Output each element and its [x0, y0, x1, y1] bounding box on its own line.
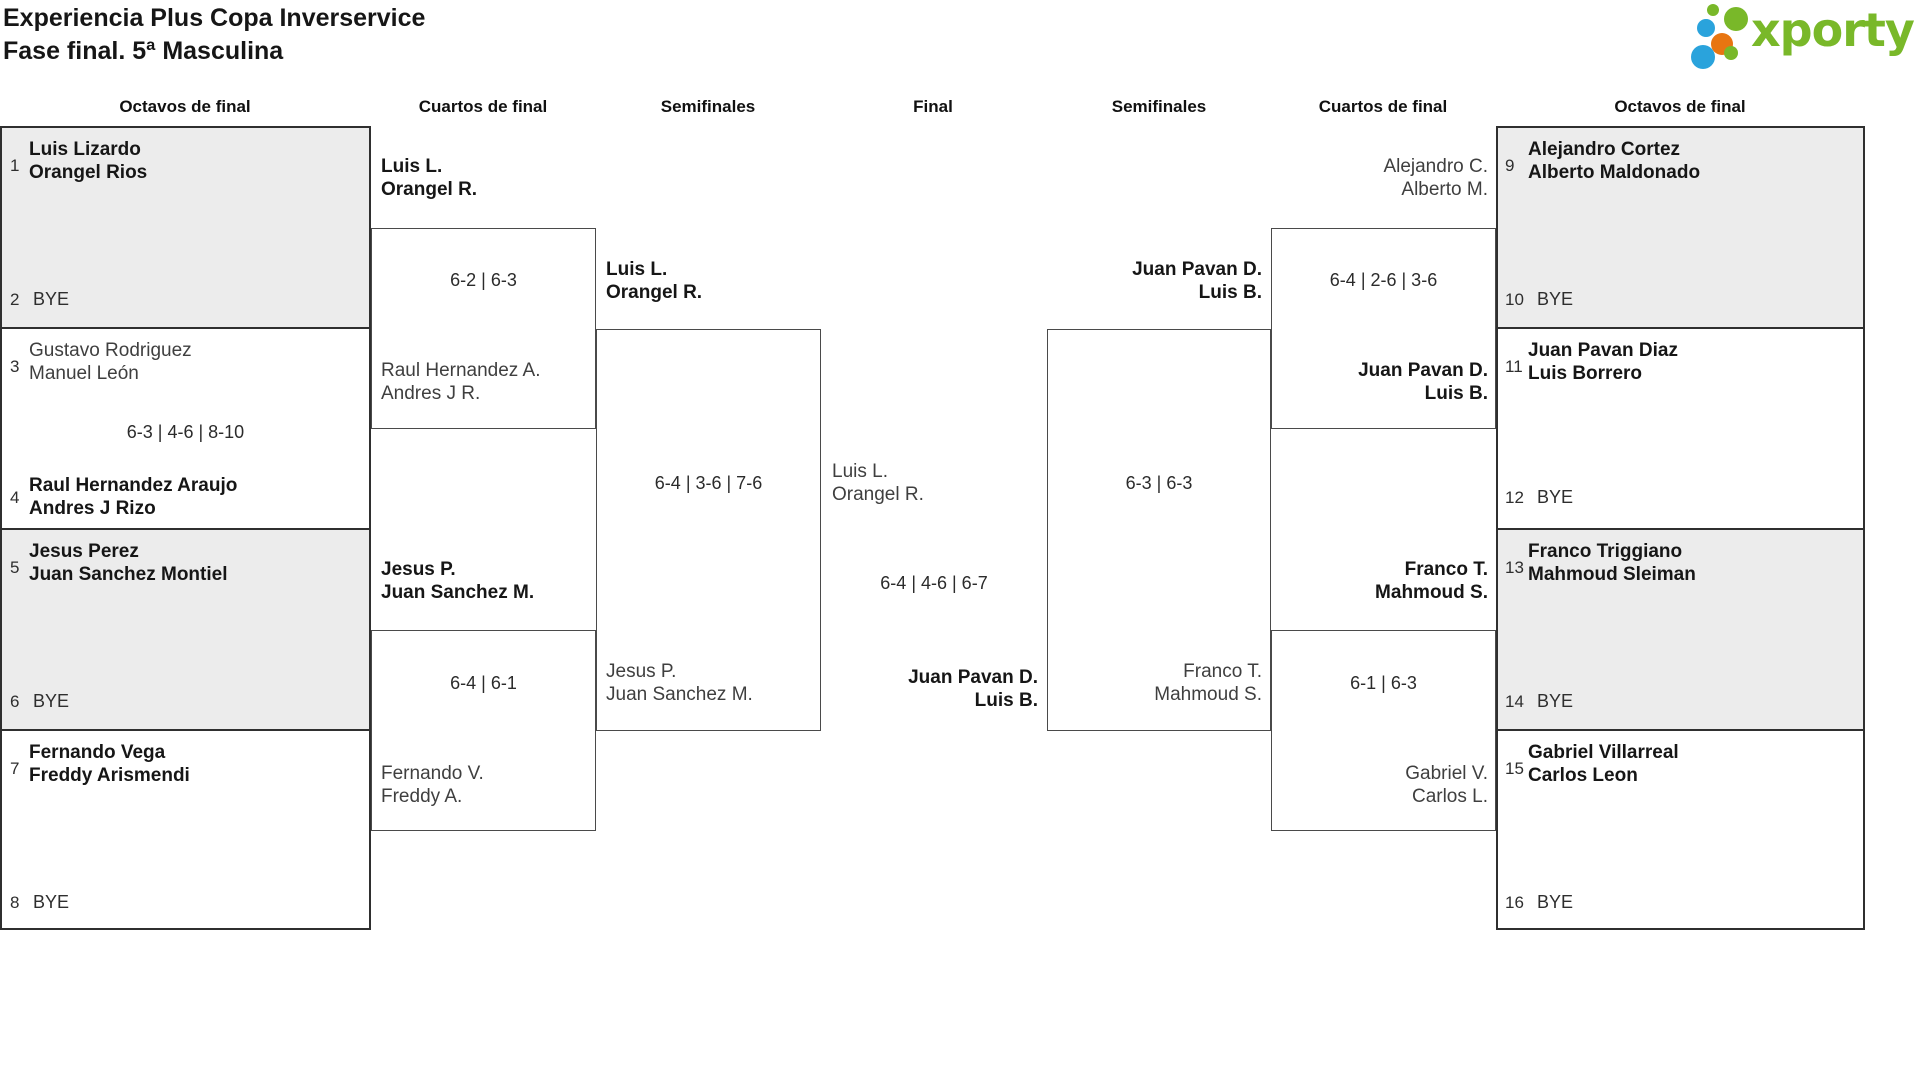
match-score: 6-4 | 2-6 | 3-6 [1329, 270, 1438, 290]
round-header-semis-right: Semifinales [1111, 97, 1207, 116]
team-name: Gabriel V.Carlos L. [1405, 763, 1488, 807]
round-header-cuartos-right: Cuartos de final [1318, 97, 1448, 116]
logo-dot-icon [1697, 19, 1715, 37]
round-header-octavos-left: Octavos de final [119, 97, 251, 116]
bye-label: BYE [1537, 289, 1574, 309]
match-box-seeds-7-8 [0, 729, 371, 930]
team-name: Luis L.Orangel R. [381, 156, 478, 200]
match-box-semifinal-right [1047, 329, 1271, 731]
match-box-cuartos-right-1 [1271, 228, 1496, 429]
logo-wordmark: xporty [1751, 3, 1915, 57]
match-score: 6-2 | 6-3 [450, 270, 517, 290]
seed-number: 10 [1505, 290, 1524, 309]
team-name: Franco T.Mahmoud S. [1375, 559, 1488, 603]
team-name: Luis L.Orangel R. [832, 461, 924, 505]
seed-number: 8 [10, 893, 20, 912]
seed-number: 2 [10, 290, 20, 309]
match-score: 6-4 | 6-1 [450, 673, 517, 693]
seed-number: 5 [10, 558, 20, 577]
match-box-cuartos-left-1 [371, 228, 596, 429]
team-name: Jesus P.Juan Sanchez M. [606, 661, 753, 705]
tournament-title-line1: Experiencia Plus Copa Inverservice [3, 4, 426, 32]
match-box-seeds-9-10 [1496, 126, 1865, 327]
seed-number: 15 [1505, 759, 1524, 778]
bye-label: BYE [33, 691, 70, 711]
bye-label: BYE [33, 289, 70, 309]
bye-label: BYE [33, 892, 70, 912]
team-name: Juan Pavan D.Luis B. [908, 667, 1038, 711]
match-box-seeds-1-2 [0, 126, 371, 327]
seed-number: 14 [1505, 692, 1524, 711]
seed-number: 4 [10, 488, 20, 507]
seed-number: 11 [1505, 357, 1523, 376]
seed-number: 16 [1505, 893, 1524, 912]
seed-number: 7 [10, 759, 20, 778]
team-name: Raul Hernandez A.Andres J R. [381, 360, 541, 404]
match-score: 6-3 | 6-3 [1125, 473, 1193, 493]
tournament-category-line2: Fase final. 5ª Masculina [3, 37, 284, 65]
logo-dot-icon [1691, 45, 1715, 69]
match-score: 6-3 | 4-6 | 8-10 [126, 422, 245, 442]
match-box-seeds-13-14 [1496, 528, 1865, 729]
logo-dot-icon [1724, 7, 1748, 31]
match-box-seeds-3-4 [0, 327, 371, 528]
team-name: Alejandro C.Alberto M. [1383, 156, 1488, 200]
seed-number: 3 [10, 357, 20, 376]
round-header-final: Final [913, 97, 953, 116]
bye-label: BYE [1537, 691, 1574, 711]
seed-number: 9 [1505, 156, 1515, 175]
match-box-cuartos-left-2 [371, 630, 596, 831]
team-name: Fernando V.Freddy A. [381, 763, 484, 807]
seed-number: 1 [10, 156, 20, 175]
seed-number: 13 [1505, 558, 1524, 577]
match-box-seeds-11-12 [1496, 327, 1865, 528]
bye-label: BYE [1537, 892, 1574, 912]
round-header-octavos-right: Octavos de final [1614, 97, 1746, 116]
bye-label: BYE [1537, 487, 1574, 507]
match-box-seeds-5-6 [0, 528, 371, 729]
match-score: 6-4 | 4-6 | 6-7 [880, 573, 988, 593]
round-header-cuartos-left: Cuartos de final [418, 97, 548, 116]
match-box-cuartos-right-2 [1271, 630, 1496, 831]
match-box-seeds-15-16 [1496, 729, 1865, 930]
round-header-semis-left: Semifinales [660, 97, 756, 116]
team-name: Jesus P.Juan Sanchez M. [381, 559, 535, 603]
seed-number: 6 [10, 692, 20, 711]
match-box-semifinal-left [596, 329, 821, 731]
team-name: Luis L.Orangel R. [606, 259, 703, 303]
team-name: Juan Pavan D.Luis B. [1358, 360, 1488, 404]
tournament-title: Experiencia Plus Copa Inverservice Fase … [3, 2, 425, 68]
team-name: Franco T.Mahmoud S. [1154, 661, 1262, 705]
logo-dot-icon [1707, 4, 1719, 16]
match-score: 6-4 | 3-6 | 7-6 [654, 473, 763, 493]
team-name: Juan Pavan D.Luis B. [1132, 259, 1262, 303]
match-score: 6-1 | 6-3 [1350, 673, 1417, 693]
logo-dot-icon [1724, 46, 1738, 60]
seed-number: 12 [1505, 488, 1524, 507]
